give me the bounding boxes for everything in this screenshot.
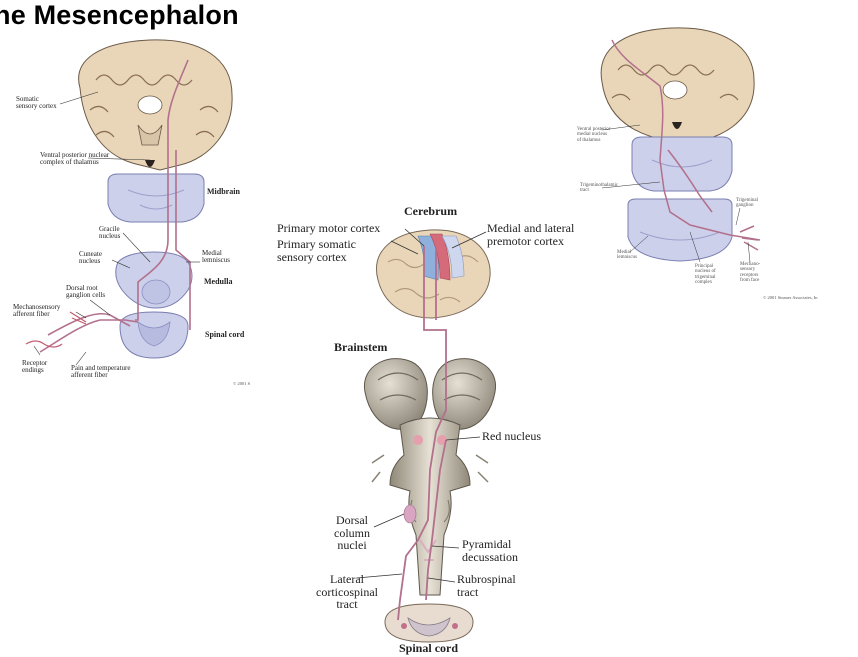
label-spinal-cord-center: Spinal cord [399, 642, 458, 655]
right-medulla-section [628, 199, 732, 261]
label-red-nucleus: Red nucleus [482, 430, 541, 443]
label-medial-lemniscus-right: Medial lemniscus [617, 250, 637, 261]
label-medial-lateral-premotor: Medial and lateral premotor cortex [487, 222, 574, 247]
left-medulla-section [116, 252, 192, 308]
label-trigeminothalamic-tract: Trigeminothalamic tract [580, 183, 618, 194]
label-primary-somatic-sensory-cortex: Primary somatic sensory cortex [277, 238, 356, 263]
label-lateral-corticospinal-tract: Lateral corticospinal tract [316, 573, 378, 611]
label-spinal-cord-left: Spinal cord [205, 331, 244, 339]
label-primary-motor-cortex: Primary motor cortex [277, 222, 380, 235]
label-cuneate-nucleus: Cuneate nucleus [79, 251, 102, 266]
label-midbrain: Midbrain [207, 188, 240, 196]
label-medial-lemniscus-left: Medial lemniscus [202, 250, 230, 265]
copyright-left: © 2001 S [233, 382, 250, 387]
center-cerebrum [377, 230, 491, 318]
label-dorsal-root-ganglion: Dorsal root ganglion cells [66, 285, 105, 300]
label-ventral-posterior-medial: Ventral posterior medial nucleus of thal… [577, 127, 610, 143]
label-medulla: Medulla [204, 278, 232, 286]
label-trigeminal-ganglion: Trigeminal ganglion [736, 198, 758, 209]
copyright-right: © 2001 Sinauer Associates, In [763, 296, 818, 301]
label-pyramidal-decussation: Pyramidal decussation [462, 538, 518, 563]
label-mechanosensory-receptors-face: Mechano- sensory receptors from face [740, 262, 760, 283]
label-ventral-posterior-complex: Ventral posterior nuclear complex of tha… [40, 152, 109, 167]
left-spinal-section [120, 312, 188, 358]
label-somatic-sensory-cortex: Somatic sensory cortex [16, 96, 57, 111]
label-rubrospinal-tract: Rubrospinal tract [457, 573, 516, 598]
label-mechanosensory-fiber: Mechanosensory afferent fiber [13, 304, 60, 319]
right-pons-section [632, 137, 732, 191]
label-principal-nucleus: Principal nucleus of trigeminal complex [695, 264, 716, 285]
label-receptor-endings: Receptor endings [22, 360, 47, 375]
label-gracile-nucleus: Gracile nucleus [99, 226, 120, 241]
left-midbrain-section [108, 174, 204, 222]
label-pain-temperature-fiber: Pain and temperature afferent fiber [71, 365, 130, 380]
label-cerebrum: Cerebrum [404, 205, 457, 218]
right-coronal-brain [601, 28, 754, 144]
label-brainstem: Brainstem [334, 341, 387, 354]
label-dorsal-column-nuclei: Dorsal column nuclei [334, 514, 370, 552]
